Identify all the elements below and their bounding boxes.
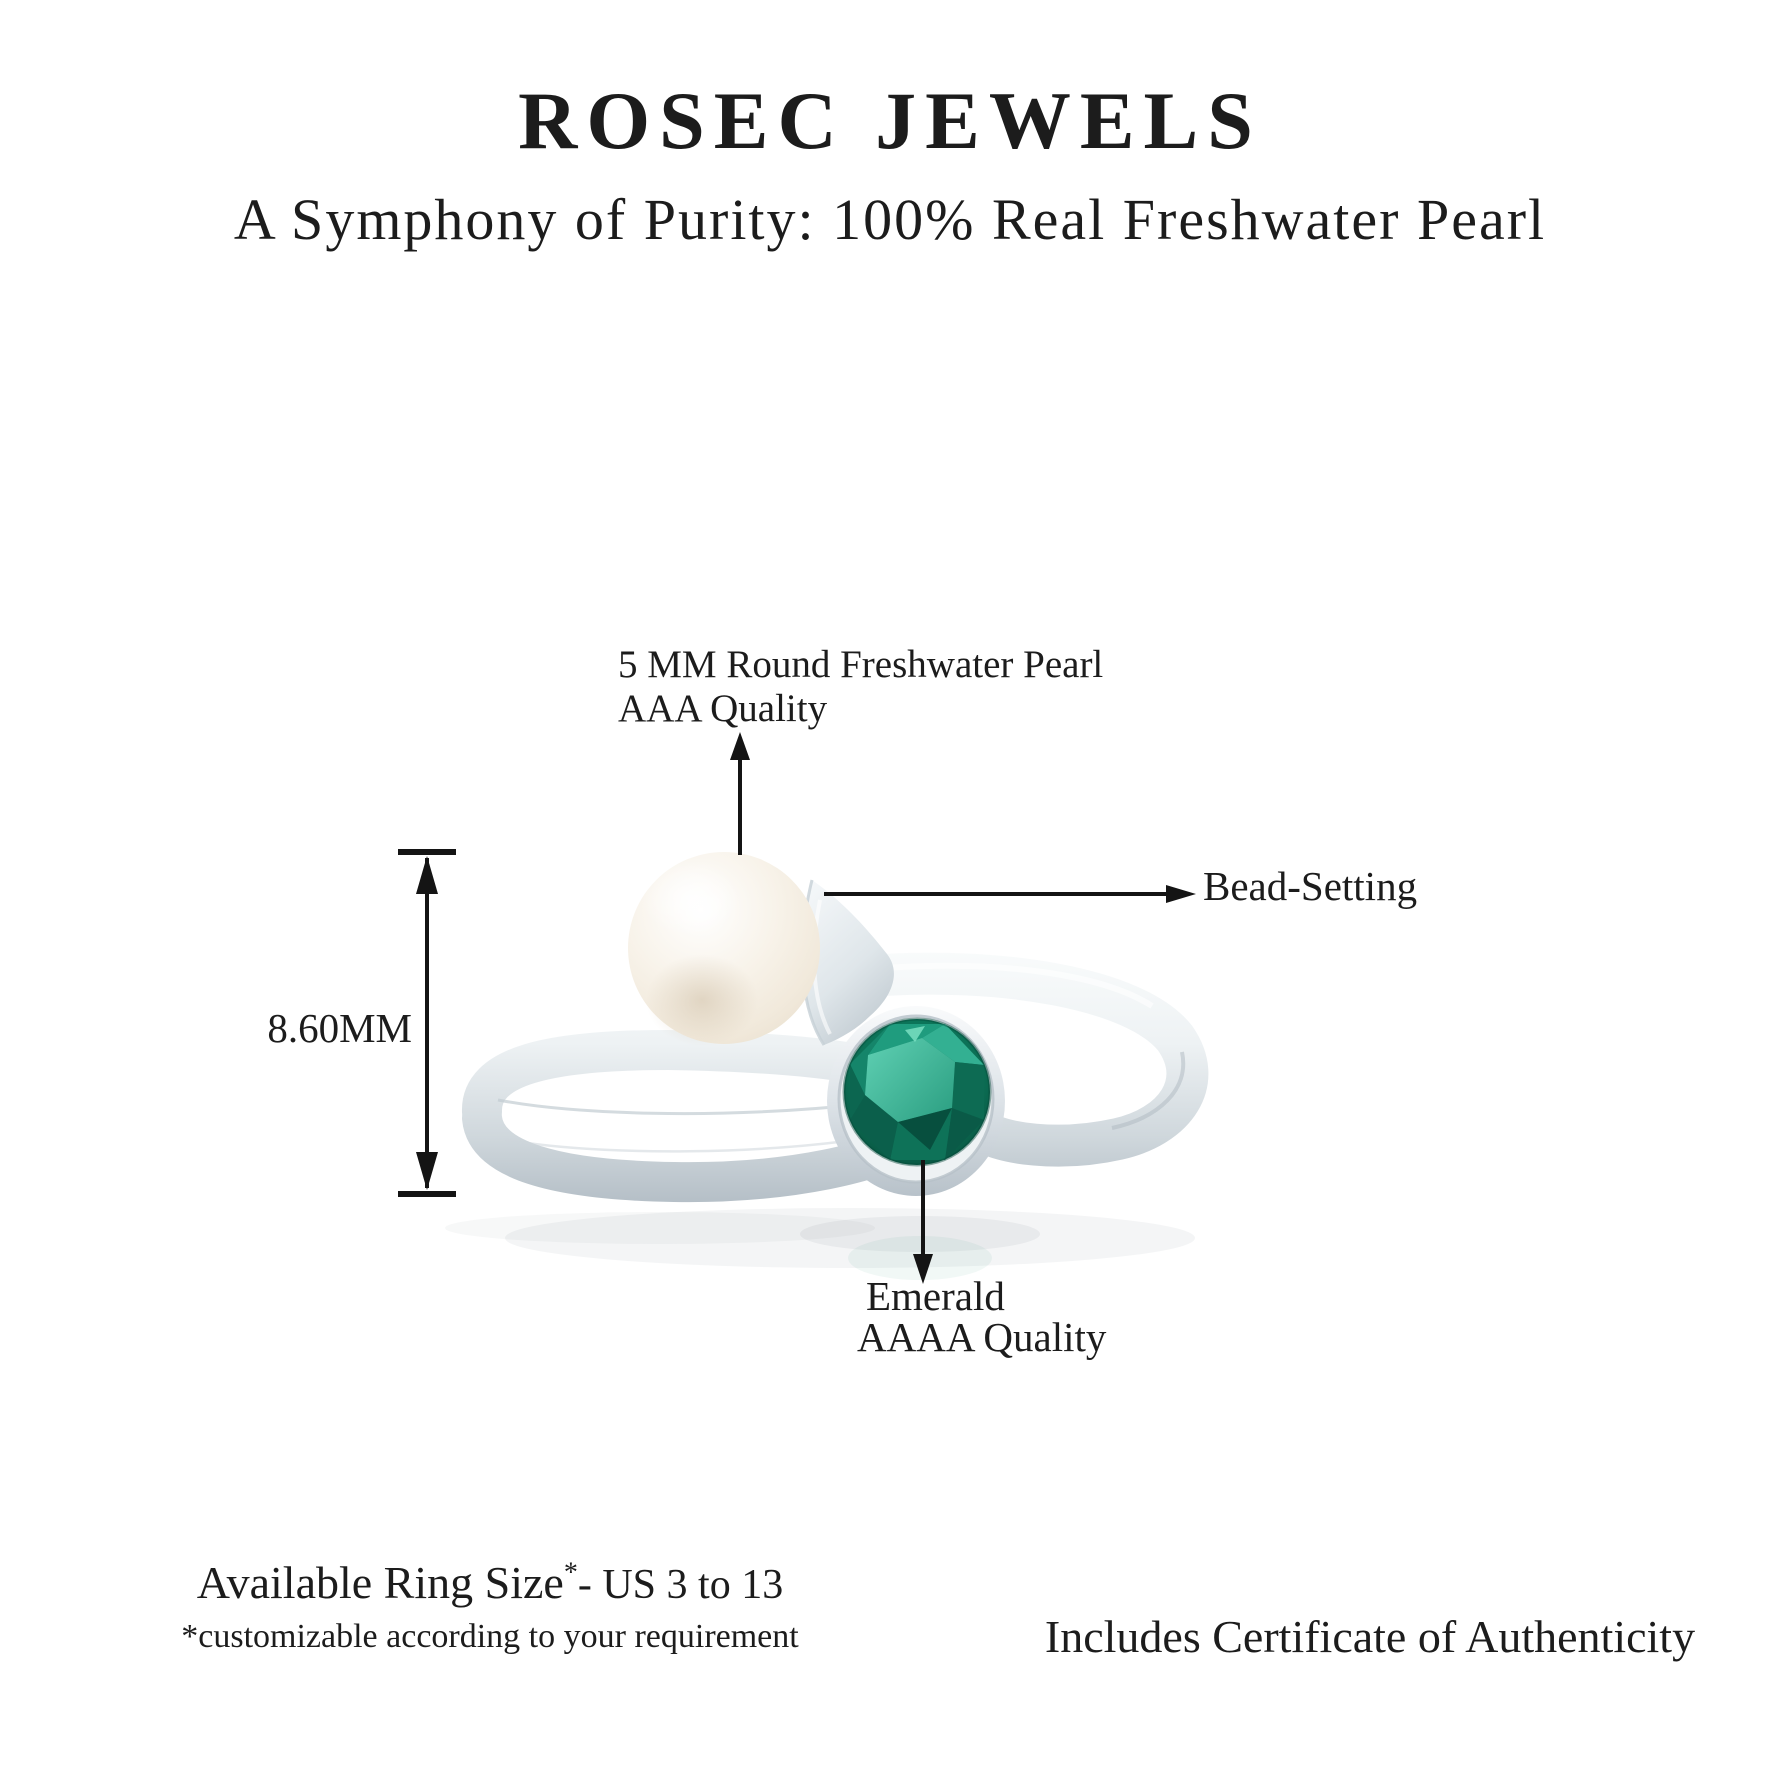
dimension-label: 8.60MM — [267, 1005, 412, 1051]
ring-size-prefix: Available Ring Size — [196, 1557, 564, 1608]
bead-setting-arrow — [824, 885, 1196, 903]
bead-setting-label: Bead-Setting — [1203, 863, 1418, 909]
emerald-arrow — [913, 1160, 933, 1284]
dimension-line — [398, 849, 456, 1197]
ring-size-asterisk: * — [563, 1557, 578, 1589]
emerald-quality-label: AAAA Quality — [857, 1314, 1107, 1360]
tagline: A Symphony of Purity: 100% Real Freshwat… — [233, 187, 1547, 252]
brand-title: ROSEC JEWELS — [518, 75, 1262, 166]
emerald-stone — [842, 1017, 992, 1167]
certificate-note: Includes Certificate of Authenticity — [1044, 1611, 1696, 1662]
customization-note: *customizable according to your requirem… — [181, 1618, 799, 1655]
pearl-arrow — [730, 732, 750, 855]
emerald-label: Emerald — [866, 1273, 1005, 1319]
pearl-annotation: 5 MM Round Freshwater Pearl AAA Quality — [618, 643, 1103, 731]
pearl-annotation-line2: AAA Quality — [618, 687, 828, 730]
ring-size-suffix: - US 3 to 13 — [577, 1562, 784, 1608]
ring-size-line: Available Ring Size*- US 3 to 13 — [110, 1556, 870, 1609]
pearl — [628, 852, 820, 1046]
pearl-annotation-line1: 5 MM Round Freshwater Pearl — [618, 643, 1104, 686]
ring-band-right — [847, 952, 1209, 1167]
ring-reflection — [445, 1208, 1195, 1280]
